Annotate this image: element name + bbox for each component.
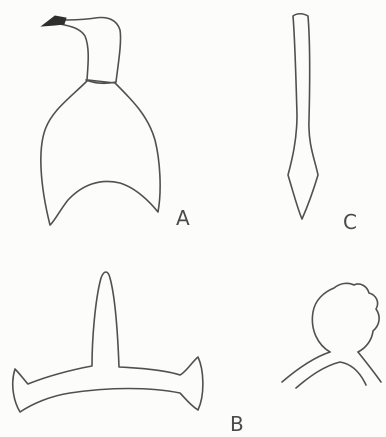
figure-b-drawing bbox=[13, 272, 203, 412]
figure-label-c: C bbox=[343, 212, 357, 232]
figure-label-b: B bbox=[230, 414, 244, 434]
figure-b-outline bbox=[13, 272, 203, 412]
figure-d-head-outline bbox=[312, 283, 379, 352]
figure-d-drawing bbox=[282, 283, 381, 388]
figure-a-body-outline bbox=[41, 80, 160, 225]
figure-a-neck bbox=[60, 18, 121, 83]
figure-c-outline bbox=[288, 14, 318, 219]
figure-d-stem-outline bbox=[282, 352, 381, 388]
figure-c-drawing bbox=[288, 14, 318, 219]
figure-a-drawing bbox=[41, 16, 160, 225]
figure-a-beak bbox=[42, 16, 66, 26]
figure-label-a: A bbox=[176, 208, 190, 228]
